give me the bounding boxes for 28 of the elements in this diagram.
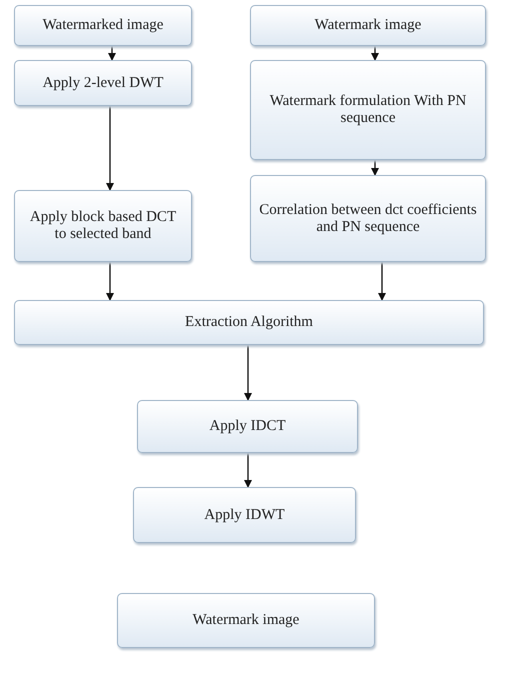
arrow bbox=[108, 46, 116, 61]
arrow bbox=[106, 262, 114, 301]
arrow bbox=[371, 46, 379, 61]
process-box bbox=[14, 60, 192, 106]
arrow bbox=[371, 160, 379, 176]
box-label: Watermark image bbox=[192, 612, 300, 629]
process-box bbox=[14, 300, 484, 345]
process-box bbox=[137, 400, 358, 453]
process-box bbox=[250, 5, 486, 46]
process-box bbox=[117, 593, 375, 648]
process-box bbox=[14, 190, 192, 262]
box-label: Watermark image bbox=[314, 17, 422, 34]
process-box bbox=[133, 487, 356, 543]
arrow bbox=[244, 453, 252, 488]
box-label: Correlation between dct coefficients and PN sequence bbox=[259, 202, 477, 236]
arrow bbox=[106, 106, 114, 191]
box-label: Watermarked image bbox=[42, 17, 164, 34]
box-label: Apply IDCT bbox=[209, 418, 286, 435]
box-label: Apply 2-level DWT bbox=[42, 74, 164, 92]
box-label: Extraction Algorithm bbox=[185, 314, 313, 331]
box-label: Apply block based DCT to selected band bbox=[28, 209, 178, 243]
process-box bbox=[14, 5, 192, 46]
arrow bbox=[378, 262, 386, 301]
box-label: Watermark formulation With PN sequence bbox=[268, 93, 468, 127]
box-label: Apply IDWT bbox=[204, 506, 285, 524]
process-box bbox=[250, 60, 486, 160]
arrow bbox=[244, 345, 252, 401]
process-box bbox=[250, 175, 486, 262]
